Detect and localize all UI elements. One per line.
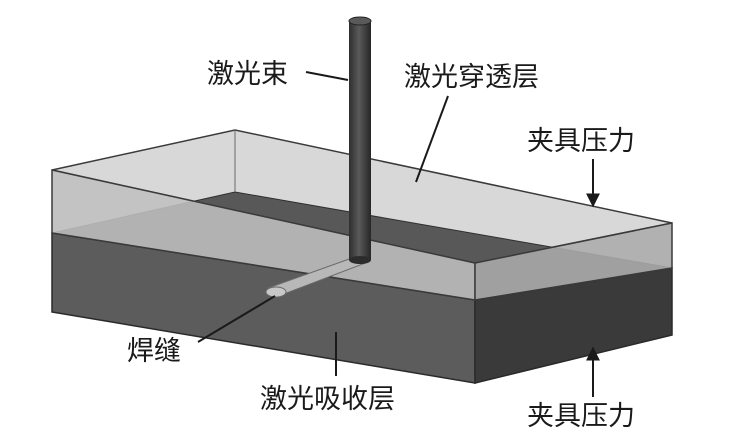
laser-beam-body [349,21,371,260]
weld-seam-label: 焊缝 [127,336,181,367]
weld-seam-end [265,286,287,298]
laser-beam [348,16,372,264]
laser-beam-top [348,16,372,26]
absorbing-layer-label: 激光吸收层 [260,384,395,415]
transmissive-layer-label: 激光穿透层 [404,62,539,93]
laser-beam-label: 激光束 [207,59,288,90]
leader-lines [197,71,600,397]
laser-beam-bottom [349,256,371,264]
clamp-pressure-top-label: 夹具压力 [527,126,635,157]
weld-seam-leader [197,295,276,343]
laser-beam-leader [305,71,349,81]
transmissive-layer-leader [415,95,449,183]
text-labels: 激光束 激光穿透层 夹具压力 焊缝 激光吸收层 夹具压力 [127,59,635,432]
transmissive-layer-right-face [474,222,673,301]
clamp-pressure-bottom-label: 夹具压力 [527,401,635,432]
